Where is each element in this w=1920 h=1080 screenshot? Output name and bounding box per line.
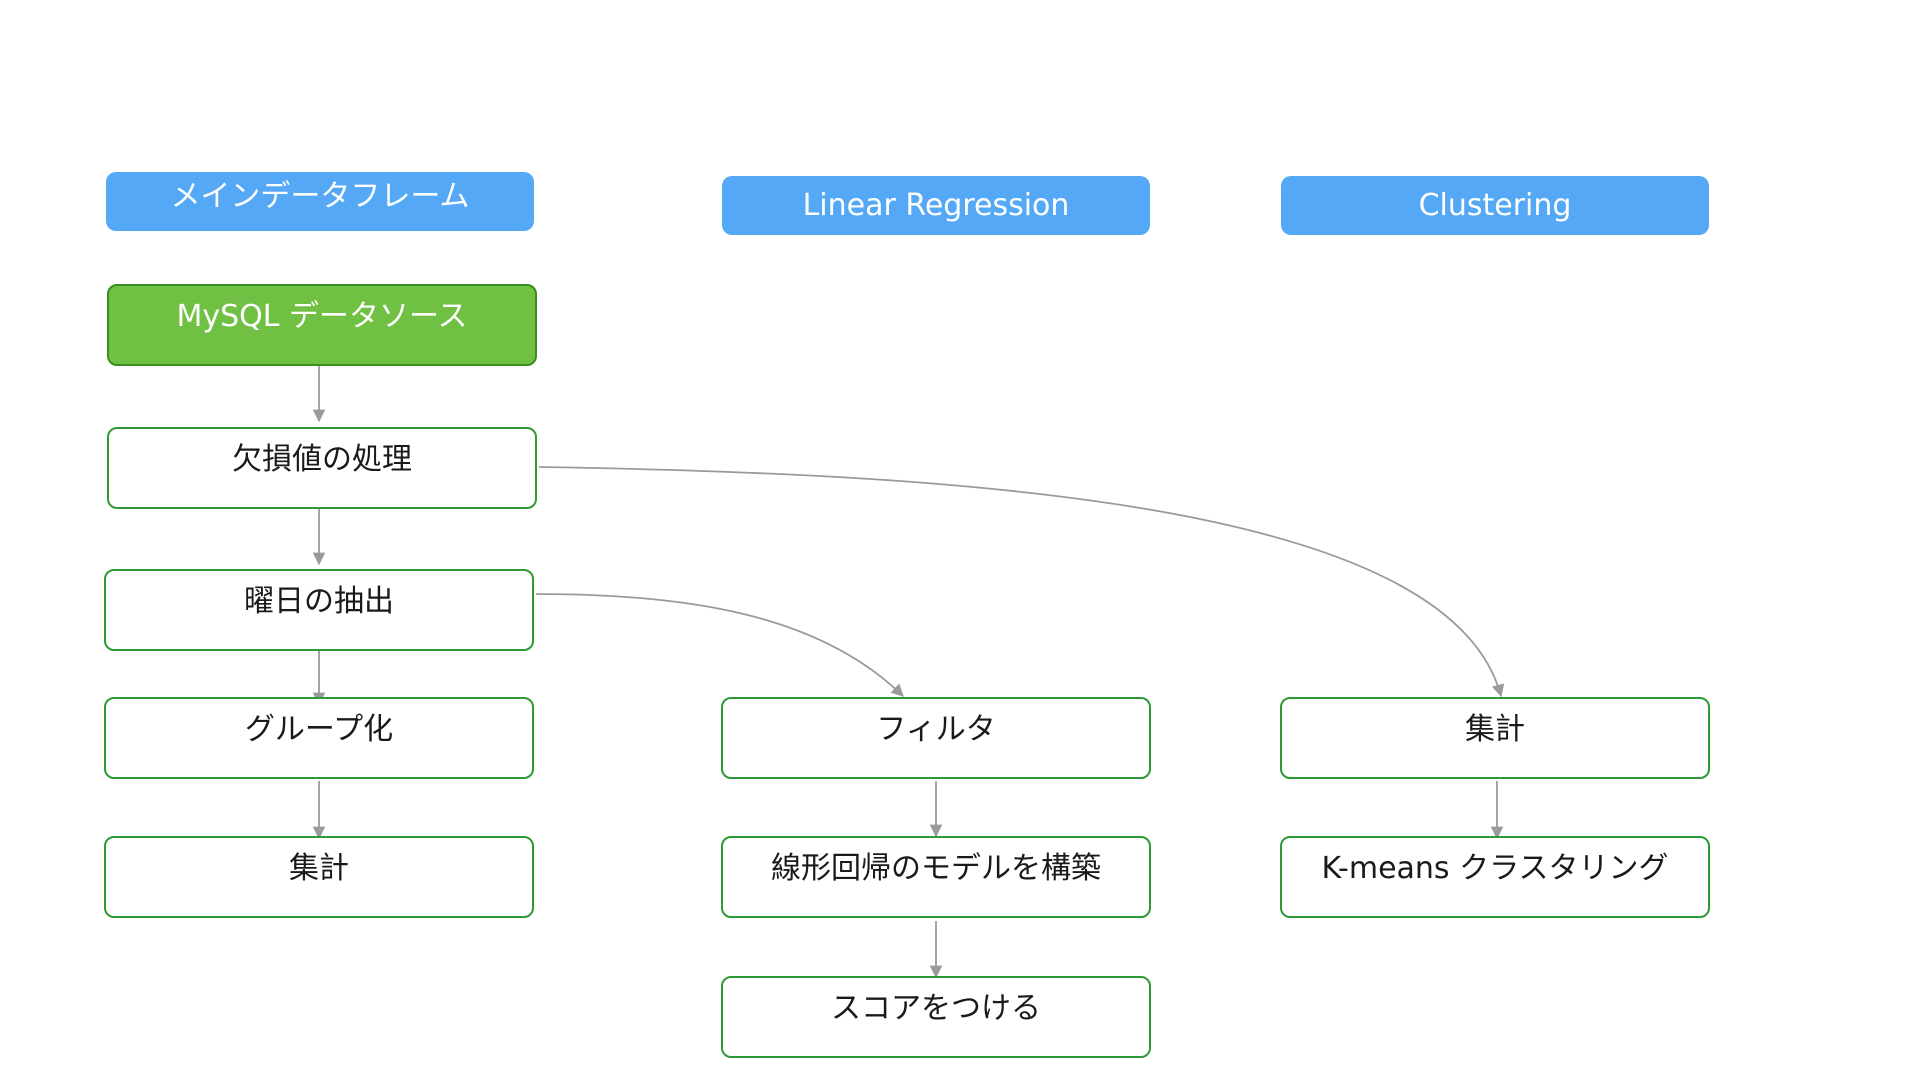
header-clustering: Clustering bbox=[1281, 176, 1709, 235]
arrow-missing-to-cluster-aggregate bbox=[538, 466, 1505, 698]
node-score[interactable]: スコアをつける bbox=[721, 976, 1151, 1058]
node-missing-values[interactable]: 欠損値の処理 bbox=[107, 427, 537, 509]
node-weekday-extraction[interactable]: 曜日の抽出 bbox=[104, 569, 534, 651]
node-cluster-aggregate[interactable]: 集計 bbox=[1280, 697, 1710, 779]
arrow-weekday-to-filter bbox=[535, 593, 904, 697]
node-mysql-source[interactable]: MySQL データソース bbox=[107, 284, 537, 366]
node-grouping[interactable]: グループ化 bbox=[104, 697, 534, 779]
node-build-model[interactable]: 線形回帰のモデルを構築 bbox=[721, 836, 1151, 918]
node-main-aggregate[interactable]: 集計 bbox=[104, 836, 534, 918]
node-kmeans[interactable]: K-means クラスタリング bbox=[1280, 836, 1710, 918]
header-linear-regression: Linear Regression bbox=[722, 176, 1150, 235]
header-main-dataframe: メインデータフレーム bbox=[106, 172, 534, 231]
node-filter[interactable]: フィルタ bbox=[721, 697, 1151, 779]
